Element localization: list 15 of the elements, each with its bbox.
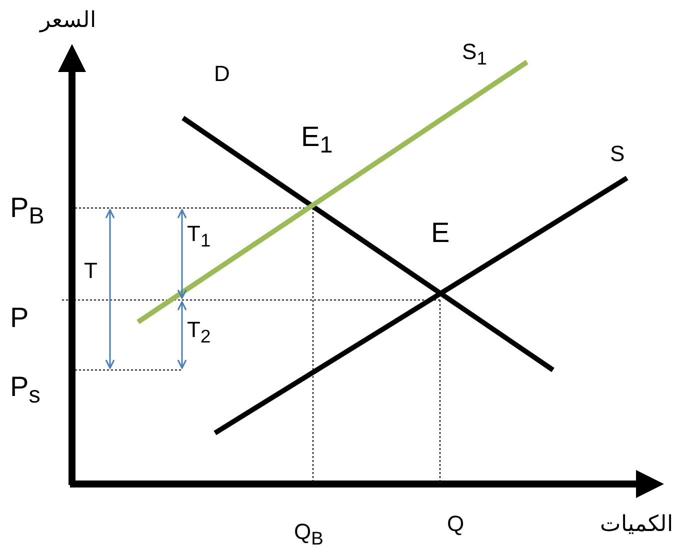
quantity-label: Q [447, 512, 464, 536]
equilibrium-label: E$_{1}$ [301, 122, 333, 158]
tax-label: T$_{2}$ [187, 318, 211, 347]
price-label: P$_{B}$ [10, 193, 44, 230]
tax-label: T$_{1}$ [187, 222, 211, 251]
tax-label: T [84, 259, 98, 284]
equilibrium-label: E [431, 218, 450, 249]
y-axis-label: السعر [40, 8, 96, 32]
curve-label: S [610, 142, 625, 166]
curve-label: D [214, 62, 230, 86]
curve-label: S$_{1}$ [462, 40, 487, 69]
price-label: P [10, 303, 29, 334]
x-axis-label: الكميات [600, 512, 673, 536]
quantity-label: Q$_{B}$ [294, 520, 324, 549]
price-label: P$_{s}$ [10, 372, 40, 408]
